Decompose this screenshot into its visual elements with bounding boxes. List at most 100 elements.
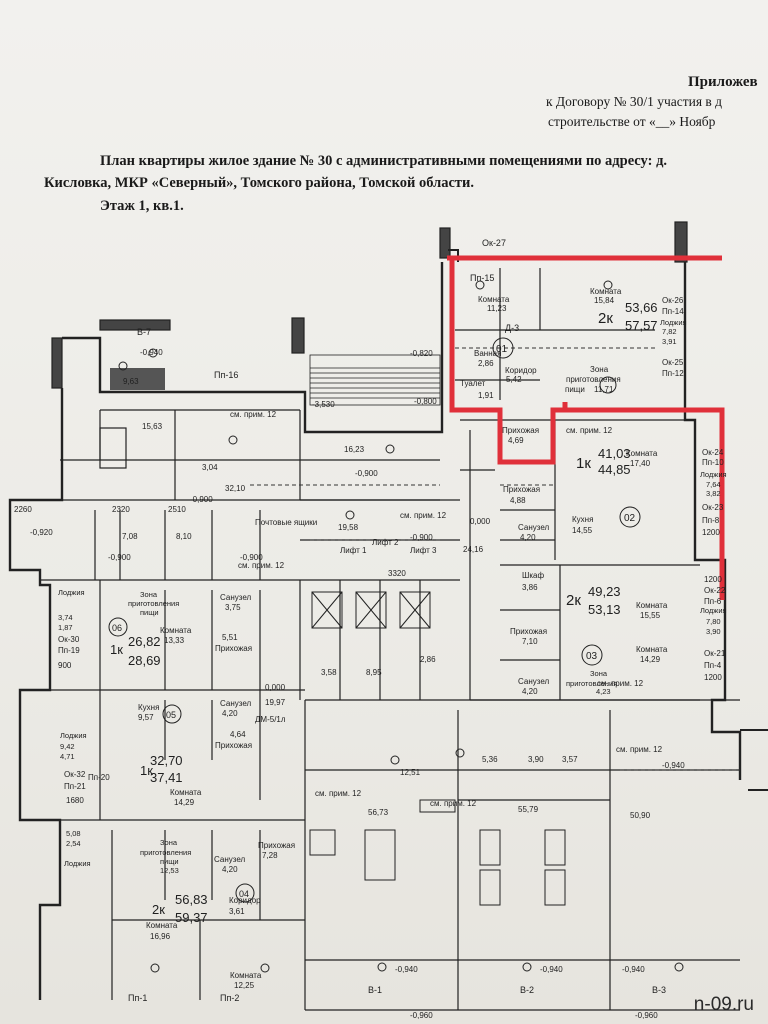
room-label: Комната	[478, 295, 510, 304]
apt-01-total: 57,57	[625, 318, 658, 333]
plan-label: Комната	[146, 921, 178, 930]
plan-label: Прихожая	[510, 627, 547, 636]
apartment-01-highlight	[447, 255, 725, 600]
plan-label: 4,64	[230, 730, 246, 739]
apt-05-type: 1к	[140, 763, 153, 778]
room-label: Туалет	[460, 379, 486, 388]
plan-label: 3320	[388, 569, 406, 578]
plan-label: см. прим. 12	[400, 511, 447, 520]
plan-label: 5,36	[482, 755, 498, 764]
plan-label: Ок-23	[702, 503, 724, 512]
plan-label: 9,63	[123, 377, 139, 386]
plan-label: 4,71	[60, 752, 75, 761]
plan-label: Пп-19	[58, 646, 80, 655]
apt-06-number: 06	[112, 623, 122, 633]
plan-label: -0,940	[540, 965, 563, 974]
room-area: 1,91	[478, 391, 494, 400]
plan-label: приготовления	[140, 848, 191, 857]
plan-label: Лифт 2	[372, 538, 399, 547]
plan-label: Пп-12	[662, 369, 684, 378]
plan-label: 7,28	[262, 851, 278, 860]
plan-label: 4,20	[522, 687, 538, 696]
apt-04-type: 2к	[152, 902, 165, 917]
plan-label: Ок-30	[58, 635, 80, 644]
plan-label: В-3	[652, 985, 666, 995]
plan-label: Лоджия	[64, 859, 91, 868]
room-label: Прихожая	[502, 426, 539, 435]
plan-label: Лоджия	[700, 470, 727, 479]
apt-05-area: 32,70	[150, 753, 183, 768]
plan-label: 3,86	[522, 583, 538, 592]
room-label: Ванная	[474, 349, 501, 358]
plan-label: 12,53	[160, 866, 179, 875]
apt-05-total: 37,41	[150, 770, 183, 785]
plan-label: см. прим. 12	[315, 789, 362, 798]
plan-label: 3,74	[58, 613, 73, 622]
apt-06-type: 1к	[110, 642, 123, 657]
plan-label: 4,20	[222, 709, 238, 718]
plan-label: Ок-22	[704, 586, 726, 595]
room-area: 4,88	[510, 496, 526, 505]
apt-05-number: 05	[166, 710, 176, 720]
plan-label: Прихожая	[258, 841, 295, 850]
plan-label: 50,90	[630, 811, 651, 820]
plan-label: 1200	[704, 673, 722, 682]
plan-label: приготовления	[128, 599, 179, 608]
plan-label: 9,57	[138, 713, 154, 722]
plan-label: Комната	[230, 971, 262, 980]
room-label: Прихожая	[503, 485, 540, 494]
apt-01-type: 2к	[598, 310, 613, 327]
room-area: 4,20	[520, 533, 536, 542]
plan-label: Зона	[140, 590, 158, 599]
plan-label: -0,820	[410, 349, 433, 358]
plan-label: Шкаф	[522, 571, 544, 580]
plan-label: 14,29	[640, 655, 661, 664]
apt-03-type: 2к	[566, 592, 581, 609]
apt-06-area: 26,82	[128, 634, 161, 649]
apt-02-area: 41,03	[598, 446, 631, 461]
plan-label: Комната	[170, 788, 202, 797]
plan-label: 0,000	[470, 517, 491, 526]
plan-label: 15,63	[142, 422, 163, 431]
plan-label: В-1	[368, 985, 382, 995]
plan-label: Пп-4	[704, 661, 722, 670]
plan-label: 3,61	[229, 907, 245, 916]
plan-label: -0,940	[662, 761, 685, 770]
plan-label: 12,25	[234, 981, 255, 990]
stair-hatch	[309, 354, 441, 406]
office-furniture	[309, 799, 566, 906]
plan-label: Лоджия	[60, 731, 87, 740]
plan-label: 7,64	[706, 480, 721, 489]
plan-label: 8,10	[176, 532, 192, 541]
room-label: Комната	[590, 287, 622, 296]
plan-label: -0,920	[30, 528, 53, 537]
plan-label: -0,900	[190, 495, 213, 504]
plan-label: 2320	[112, 505, 130, 514]
plan-label: см. прим. 12	[597, 679, 644, 688]
plan-label: Пп-6	[704, 597, 722, 606]
room-area: 11,23	[487, 304, 507, 313]
plan-label: -0,900	[240, 553, 263, 562]
plan-label: 0,000	[265, 683, 286, 692]
contract-line: к Договору № 30/1 участия в д	[546, 94, 723, 109]
floor-line: Этаж 1, кв.1.	[100, 198, 184, 214]
plan-label: Лифт 3	[410, 546, 437, 555]
plan-label: Пп-2	[220, 993, 239, 1003]
plan-label: 3,82	[706, 489, 721, 498]
plan-label: Зона	[160, 838, 178, 847]
plan-label: -0,940	[395, 965, 418, 974]
plan-label: Прихожая	[215, 741, 252, 750]
plan-label: ДМ-5/1л	[255, 715, 286, 724]
plan-label: Коридор	[229, 896, 261, 905]
plan-label: 14,29	[174, 798, 195, 807]
room-label: Кухня	[572, 515, 593, 524]
wall-block	[674, 221, 688, 263]
apt-04-area: 56,83	[175, 892, 208, 907]
room-markers	[108, 280, 684, 973]
plan-label: 5,51	[222, 633, 238, 642]
plan-label: см. прим. 12	[430, 799, 477, 808]
plan-label: пищи	[160, 857, 179, 866]
